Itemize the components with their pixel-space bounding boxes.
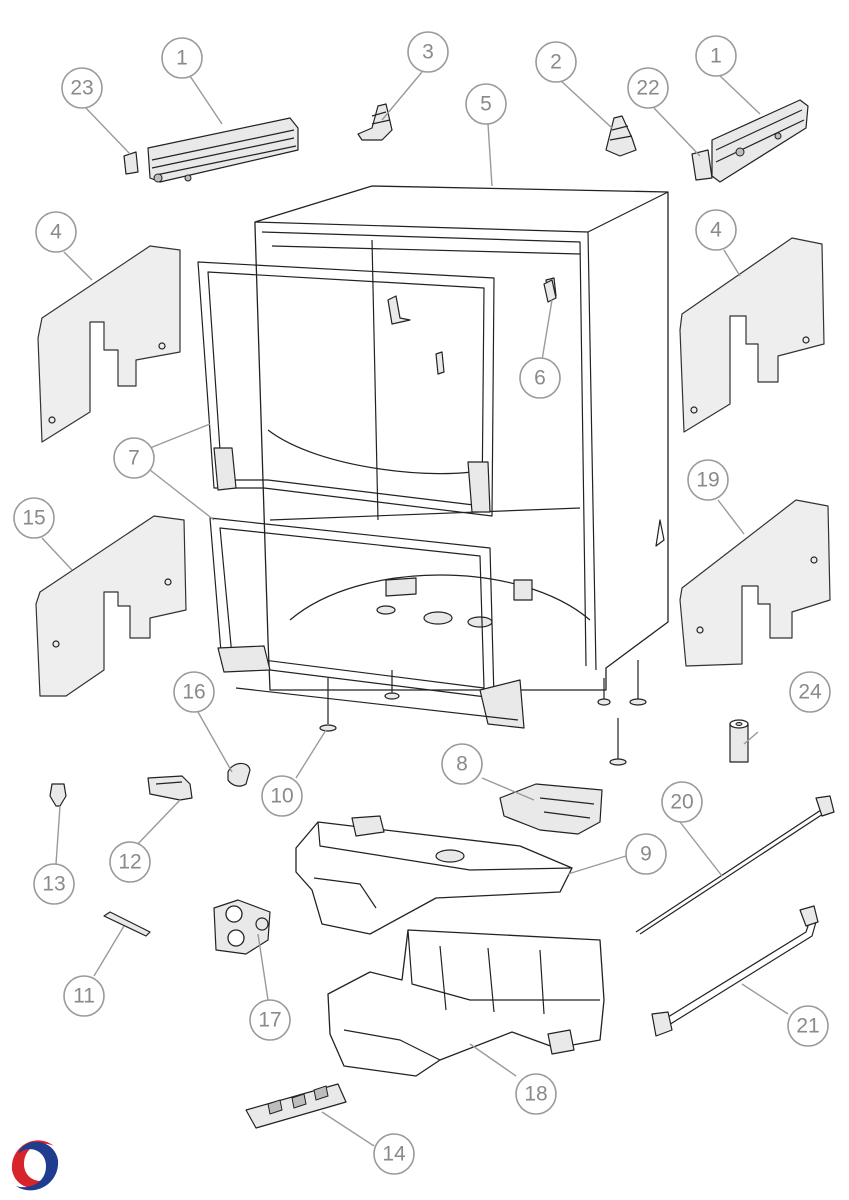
callout-3: 3 (407, 31, 449, 73)
svg-text:15: 15 (22, 507, 45, 530)
callout-16: 16 (173, 671, 215, 713)
spiral-logo-icon (6, 1138, 62, 1194)
callout-5: 5 (465, 83, 507, 125)
svg-text:10: 10 (270, 785, 293, 808)
svg-text:19: 19 (696, 469, 719, 492)
part-end-cap-left (123, 151, 139, 175)
svg-text:20: 20 (670, 791, 693, 814)
callout-7: 7 (113, 437, 155, 479)
svg-text:4: 4 (710, 219, 722, 242)
callout-11: 11 (63, 975, 105, 1017)
callout-2: 2 (535, 41, 577, 83)
part-leveling-legs (319, 660, 647, 766)
callout-17: 17 (249, 999, 291, 1041)
svg-text:17: 17 (258, 1009, 281, 1032)
part-insulation-panel-19 (679, 499, 831, 667)
callout-15: 15 (13, 497, 55, 539)
callout-24: 24 (789, 671, 831, 713)
part-tub-cabinet (254, 185, 669, 691)
callout-18: 18 (515, 1073, 557, 1115)
part-spacer-cylinder (729, 719, 749, 763)
svg-text:18: 18 (524, 1083, 547, 1106)
part-power-cord (635, 795, 835, 935)
part-rail-left (147, 117, 299, 183)
callout-13: 13 (33, 863, 75, 905)
part-inlet-valve (213, 899, 271, 955)
callout-8: 8 (441, 743, 483, 785)
part-base-cover (295, 815, 573, 935)
part-fastener-13 (49, 783, 67, 807)
part-insulation-panel-4-left (37, 245, 181, 443)
svg-text:4: 4 (50, 221, 62, 244)
svg-text:2: 2 (550, 51, 562, 74)
svg-text:21: 21 (796, 1015, 819, 1038)
callout-19: 19 (687, 459, 729, 501)
callout-1b: 1 (695, 35, 737, 77)
part-insulation-panel-15 (35, 515, 187, 697)
part-hinge-bracket-a (357, 103, 393, 141)
part-control-board (245, 1083, 347, 1129)
part-lower-frame (209, 517, 525, 729)
callout-20: 20 (661, 781, 703, 823)
svg-text:3: 3 (422, 41, 434, 64)
svg-text:8: 8 (456, 753, 468, 776)
svg-text:13: 13 (42, 873, 65, 896)
svg-text:7: 7 (128, 447, 140, 470)
part-bracket-12 (147, 775, 193, 801)
part-clip (543, 279, 557, 303)
svg-text:9: 9 (640, 843, 652, 866)
callout-14: 14 (373, 1133, 415, 1175)
callout-6: 6 (519, 357, 561, 399)
callout-4b: 4 (695, 209, 737, 251)
leader-lines (41, 71, 789, 1147)
svg-text:23: 23 (70, 77, 93, 100)
callout-21: 21 (787, 1005, 829, 1047)
svg-text:12: 12 (118, 851, 141, 874)
callout-22: 22 (627, 67, 669, 109)
callout-4a: 4 (35, 211, 77, 253)
callout-9: 9 (625, 833, 667, 875)
part-base-frame (327, 929, 605, 1077)
part-strip-11 (103, 911, 151, 937)
part-rail-right (711, 99, 809, 183)
svg-text:11: 11 (73, 985, 95, 1008)
callout-23: 23 (61, 67, 103, 109)
svg-text:1: 1 (710, 45, 722, 68)
part-insulation-panel-4-right (679, 237, 825, 433)
svg-text:14: 14 (382, 1143, 406, 1166)
svg-text:5: 5 (480, 93, 492, 116)
callout-1a: 1 (161, 37, 203, 79)
svg-text:6: 6 (534, 367, 546, 390)
callout-12: 12 (109, 841, 151, 883)
svg-text:24: 24 (798, 681, 822, 704)
svg-text:1: 1 (176, 47, 188, 70)
svg-text:22: 22 (636, 77, 659, 100)
part-upper-frame (197, 261, 495, 517)
part-hinge-bracket-b (605, 115, 637, 157)
part-drain-hose (651, 905, 819, 1037)
callout-10: 10 (261, 775, 303, 817)
part-end-cap-right (691, 149, 713, 181)
part-clip-16 (227, 762, 251, 787)
svg-text:16: 16 (182, 681, 205, 704)
